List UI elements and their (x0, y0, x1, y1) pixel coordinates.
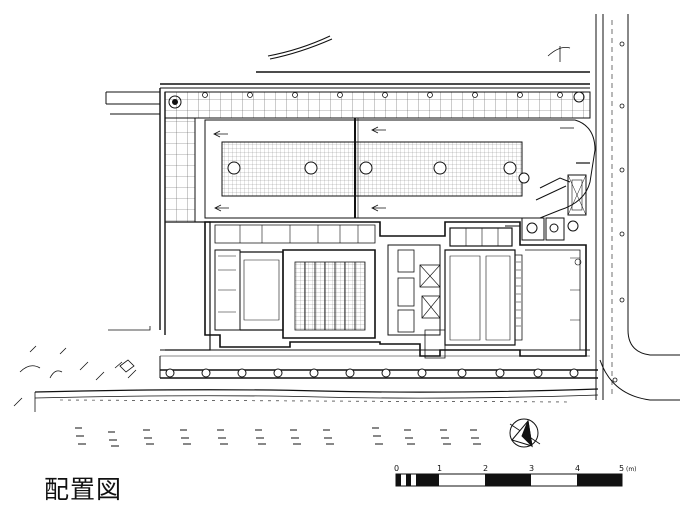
scale-label-4: 4 (575, 464, 580, 473)
north-edge (105, 35, 590, 115)
scale-label-3: 3 (529, 464, 534, 473)
scale-unit: (m) (626, 466, 637, 473)
west-terrain (13, 326, 151, 407)
plaza-tiled (159, 88, 591, 335)
drawing-title: 配置図 (44, 475, 123, 504)
embankment-symbols (75, 427, 481, 447)
main-building (165, 221, 587, 359)
scale-label-2: 2 (483, 464, 488, 473)
scale-bar: 0 1 2 3 4 5 (m) (394, 464, 637, 487)
south-plaza (34, 349, 599, 412)
scale-label-1: 1 (437, 464, 442, 473)
entrance-structures (505, 174, 587, 241)
north-arrow-icon (509, 418, 541, 448)
scale-label-5: 5 (619, 464, 624, 473)
scale-label-0: 0 (394, 464, 399, 473)
road-right (595, 14, 680, 401)
parking-area (204, 118, 596, 219)
